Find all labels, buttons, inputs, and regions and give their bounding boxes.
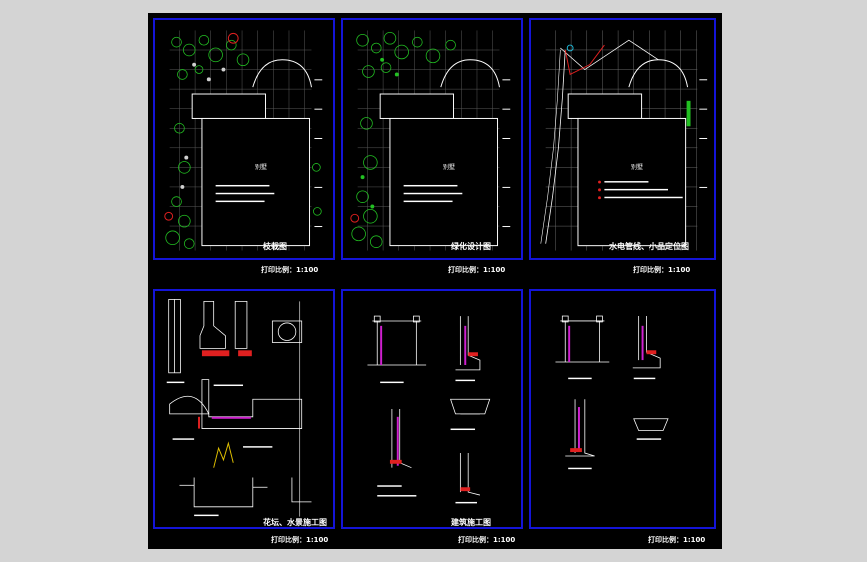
utility-layout-drawing bbox=[540, 30, 708, 251]
drawing-canvas: 别墅 枝栽图 打印比例：1:100 别墅 绿化设计图 打印比例：1:100 bbox=[148, 13, 722, 549]
print-scale-label: 打印比例：1:100 bbox=[271, 536, 329, 544]
flowerbed-details-drawing bbox=[166, 299, 312, 517]
print-scale-label: 打印比例：1:100 bbox=[261, 266, 319, 274]
sheet-planting-plan[interactable]: 别墅 枝栽图 bbox=[153, 18, 335, 260]
sheet-title: 建筑施工图 bbox=[451, 518, 491, 527]
print-scale-label: 打印比例：1:100 bbox=[458, 536, 516, 544]
planting-plan-drawing bbox=[164, 30, 323, 251]
print-scale-label: 打印比例：1:100 bbox=[448, 266, 506, 274]
villa-label: 别墅 bbox=[631, 164, 644, 171]
sheet-title: 绿化设计图 bbox=[451, 242, 491, 251]
sheet-misc-details[interactable] bbox=[529, 289, 716, 529]
misc-details-drawing bbox=[555, 315, 669, 470]
sheet-title: 枝栽图 bbox=[263, 242, 287, 251]
sheet-flowerbed-waterfeature[interactable]: 花坛、水景施工图 bbox=[153, 289, 335, 529]
villa-label: 别墅 bbox=[255, 164, 268, 171]
greening-design-drawing bbox=[350, 30, 511, 251]
construction-details-drawing bbox=[367, 315, 491, 504]
sheet-greening-design[interactable]: 别墅 绿化设计图 bbox=[341, 18, 523, 260]
print-scale-label: 打印比例：1:100 bbox=[633, 266, 691, 274]
sheet-construction-details[interactable]: 建筑施工图 bbox=[341, 289, 523, 529]
sheet-title: 花坛、水景施工图 bbox=[263, 518, 327, 527]
villa-label: 别墅 bbox=[443, 164, 456, 171]
sheet-title: 水电管线、小品定位图 bbox=[609, 242, 689, 251]
print-scale-label: 打印比例：1:100 bbox=[648, 536, 706, 544]
sheet-utility-layout[interactable]: 别墅 水电管线、小品定位图 bbox=[529, 18, 716, 260]
